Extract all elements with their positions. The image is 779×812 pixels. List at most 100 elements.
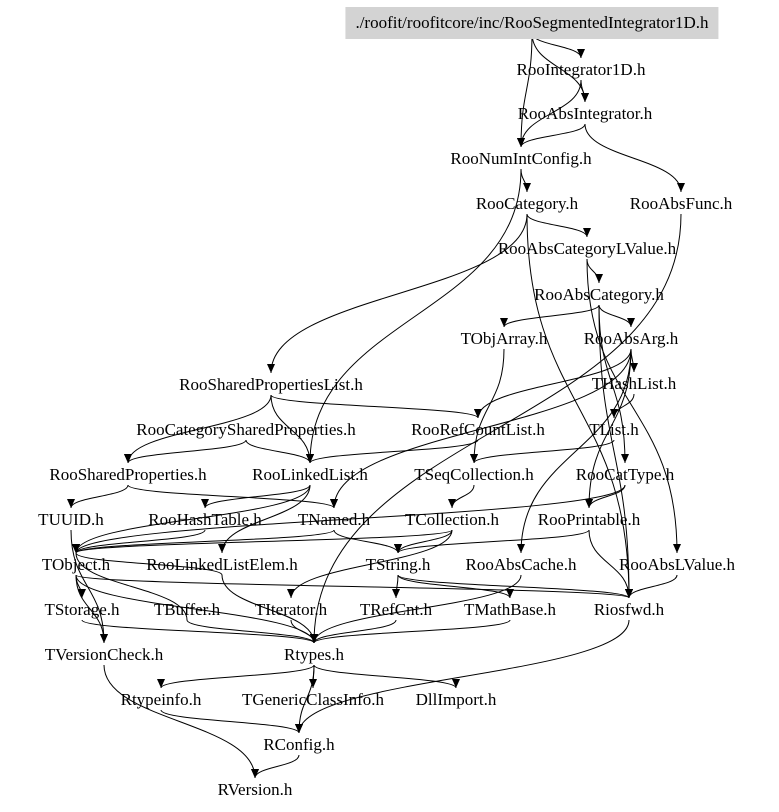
graph-node[interactable]: TBuffer.h bbox=[153, 600, 221, 619]
arrowhead-icon bbox=[577, 49, 585, 58]
edge-RooAbsIntegrator-to-RooAbsFunc bbox=[584, 123, 682, 193]
graph-node[interactable]: TCollection.h bbox=[405, 510, 499, 529]
edge-RooSharedPropertiesList-to-RooLinkedList bbox=[270, 394, 311, 464]
edge-TString-to-TMathBase bbox=[397, 574, 511, 599]
arrowhead-icon bbox=[100, 634, 108, 643]
arrowhead-icon bbox=[78, 589, 86, 598]
graph-node[interactable]: TGenericClassInfo.h bbox=[241, 690, 385, 709]
edge-TRefCnt-to-Rtypes bbox=[313, 619, 397, 644]
arrowhead-icon bbox=[595, 274, 603, 283]
edge-TBuffer-to-TObject bbox=[75, 552, 188, 621]
edge-RooAbsIntegrator-to-RooNumIntConfig bbox=[520, 123, 586, 148]
edge-RooCatType-to-TObject bbox=[75, 484, 626, 554]
graph-node[interactable]: RooCatType.h bbox=[575, 465, 675, 484]
graph-node[interactable]: RooCategorySharedProperties.h bbox=[136, 420, 356, 439]
edge-RooCategory-to-RooAbsCategoryLValue bbox=[526, 213, 588, 238]
edge-Rtypes-to-Rtypeinfo bbox=[160, 664, 315, 689]
graph-node[interactable]: DllImport.h bbox=[415, 690, 497, 709]
graph-node[interactable]: Rtypes.h bbox=[284, 645, 344, 664]
graph-node[interactable]: Rtypeinfo.h bbox=[120, 690, 202, 709]
edge-RConfig-to-RVersion bbox=[254, 754, 300, 779]
graph-node[interactable]: RooAbsCategory.h bbox=[534, 285, 664, 304]
graph-node[interactable]: TObject.h bbox=[41, 555, 111, 574]
graph-node[interactable]: RooCategory.h bbox=[475, 194, 579, 213]
arrowhead-icon bbox=[201, 499, 209, 508]
arrowhead-icon bbox=[306, 454, 314, 463]
edge-RooPrintable-to-Riosfwd bbox=[588, 529, 630, 599]
graph-node[interactable]: RooAbsIntegrator.h bbox=[517, 104, 653, 123]
edge-RooSharedProperties-to-TUUID bbox=[70, 484, 129, 509]
edge-RooAbsArg-to-RooAbsCache bbox=[520, 348, 632, 554]
graph-node[interactable]: TString.h bbox=[365, 555, 431, 574]
edge-TStorage-to-Rtypes bbox=[81, 619, 315, 644]
graph-node[interactable]: RooAbsLValue.h bbox=[618, 555, 736, 574]
graph-node[interactable]: TMathBase.h bbox=[463, 600, 557, 619]
graph-node[interactable]: RooPrintable.h bbox=[537, 510, 641, 529]
edge-RooAbsCategory-to-TObjArray bbox=[503, 304, 600, 328]
edge-RooSharedPropertiesList-to-RooSharedProperties bbox=[127, 394, 272, 464]
edge-root-to-RooNumIntConfig bbox=[520, 32, 533, 148]
arrowhead-icon bbox=[517, 138, 525, 147]
arrowhead-icon bbox=[474, 409, 482, 418]
arrowhead-icon bbox=[330, 499, 338, 508]
graph-node[interactable]: TStorage.h bbox=[44, 600, 120, 619]
edge-RooCategorySharedProperties-to-RooSharedProperties bbox=[127, 439, 247, 464]
edge-RooAbsCategoryLValue-to-RooAbsLValue bbox=[586, 258, 678, 554]
graph-node[interactable]: RooLinkedListElem.h bbox=[146, 555, 298, 574]
edge-TCollection-to-TIterator bbox=[290, 529, 453, 599]
edge-TObject-to-Riosfwd bbox=[75, 574, 630, 599]
graph-node[interactable]: RooLinkedList.h bbox=[252, 465, 368, 484]
graph-node[interactable]: TSeqCollection.h bbox=[414, 465, 534, 484]
arrowhead-icon bbox=[394, 544, 402, 553]
graph-node[interactable]: TList.h bbox=[589, 420, 639, 439]
graph-node[interactable]: TRefCnt.h bbox=[359, 600, 433, 619]
edge-TList-to-TSeqCollection bbox=[473, 439, 615, 464]
edge-RooCategory-to-Riosfwd bbox=[526, 213, 630, 599]
arrowhead-icon bbox=[621, 454, 629, 463]
graph-node[interactable]: TObjArray.h bbox=[460, 329, 548, 348]
graph-node[interactable]: TUUID.h bbox=[38, 510, 104, 529]
edge-RooRefCountList-to-RooLinkedList bbox=[309, 439, 479, 464]
edge-RooAbsLValue-to-Riosfwd bbox=[628, 574, 678, 599]
arrowhead-icon bbox=[625, 589, 633, 598]
graph-node[interactable]: TIterator.h bbox=[254, 600, 328, 619]
graph-node[interactable]: RooHashTable.h bbox=[148, 510, 262, 529]
graph-node[interactable]: RooAbsArg.h bbox=[583, 329, 679, 348]
graph-node[interactable]: THashList.h bbox=[591, 374, 677, 393]
graph-node[interactable]: RConfig.h bbox=[263, 735, 335, 754]
graph-node[interactable]: RooAbsFunc.h bbox=[629, 194, 733, 213]
arrowhead-icon bbox=[470, 454, 478, 463]
edge-TObject-to-TVersionCheck bbox=[75, 574, 105, 644]
arrowhead-icon bbox=[583, 228, 591, 237]
arrowhead-icon bbox=[310, 634, 318, 643]
edge-Rtypes-to-RConfig bbox=[298, 664, 315, 734]
edge-RooSharedProperties-to-TNamed bbox=[127, 484, 335, 509]
arrowhead-icon bbox=[218, 544, 226, 553]
edge-RooCatType-to-RooPrintable bbox=[588, 484, 626, 509]
graph-node[interactable]: RooIntegrator1D.h bbox=[516, 60, 646, 79]
edge-RooLinkedListElem-to-TObject bbox=[75, 552, 223, 576]
graph-node[interactable]: RooAbsCache.h bbox=[465, 555, 577, 574]
graph-node[interactable]: RooSharedPropertiesList.h bbox=[179, 375, 363, 394]
edge-TObjArray-to-TSeqCollection bbox=[473, 348, 505, 464]
edge-RooSharedPropertiesList-to-RooRefCountList bbox=[270, 394, 479, 419]
graph-node[interactable]: RooSharedProperties.h bbox=[49, 465, 207, 484]
edge-TCollection-to-TString bbox=[397, 529, 453, 554]
graph-node[interactable]: Riosfwd.h bbox=[593, 600, 665, 619]
graph-node[interactable]: TVersionCheck.h bbox=[44, 645, 164, 664]
graph-node[interactable]: RooRefCountList.h bbox=[411, 420, 545, 439]
edge-Riosfwd-to-RConfig bbox=[298, 619, 630, 734]
edge-RooLinkedListElem-to-Rtypes bbox=[221, 574, 315, 644]
graph-node[interactable]: RooAbsCategoryLValue.h bbox=[497, 239, 677, 258]
edge-RooIntegrator1D-to-RooNumIntConfig bbox=[520, 79, 582, 148]
graph-node[interactable]: RooNumIntConfig.h bbox=[450, 149, 592, 168]
root-node[interactable]: ./roofit/roofitcore/inc/RooSegmentedInte… bbox=[345, 7, 719, 39]
edge-RooCategory-to-RooSharedPropertiesList bbox=[270, 213, 528, 374]
graph-node[interactable]: RVersion.h bbox=[217, 780, 293, 799]
graph-node[interactable]: TNamed.h bbox=[297, 510, 371, 529]
arrowhead-icon bbox=[585, 499, 593, 508]
arrowhead-icon bbox=[67, 499, 75, 508]
arrowhead-icon bbox=[295, 724, 303, 733]
